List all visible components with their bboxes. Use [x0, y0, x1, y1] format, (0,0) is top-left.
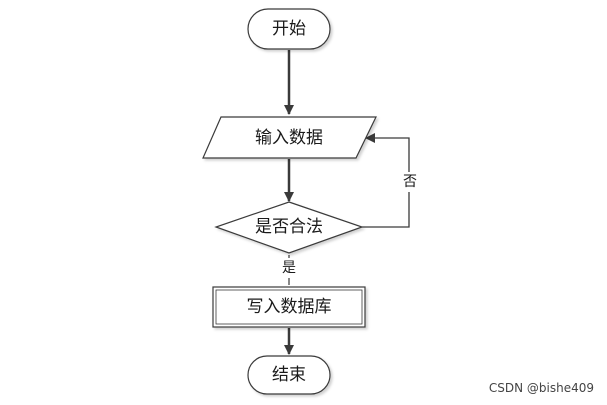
edge-label-no: 否 [403, 174, 417, 190]
end-label: 结束 [272, 365, 306, 385]
watermark-text: CSDN @bishe409 [489, 381, 594, 395]
start-node [247, 8, 331, 50]
write-label: 写入数据库 [247, 297, 332, 317]
end-node [247, 355, 331, 395]
input-node [202, 116, 377, 159]
yes-label-bg [279, 258, 299, 278]
start-label: 开始 [272, 19, 306, 39]
no-label-bg [400, 172, 420, 192]
input-label: 输入数据 [255, 128, 323, 148]
write-node [212, 286, 366, 328]
edge-label-yes: 是 [282, 260, 296, 276]
decision-label: 是否合法 [255, 217, 323, 237]
decision-node [214, 201, 364, 254]
